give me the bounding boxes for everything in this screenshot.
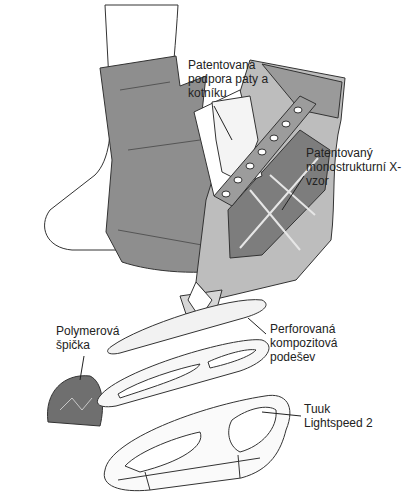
part-label: Polymerová špička: [56, 324, 130, 352]
heel-support: [212, 96, 258, 182]
toe-cap: [47, 376, 102, 426]
blade-holder: [104, 395, 290, 490]
outsole: [97, 340, 269, 407]
part-label: Perforovaná kompozitová podešev: [270, 322, 362, 364]
leader-lines: [80, 106, 304, 416]
part-label: Patentovaná podpora paty a kotníku: [188, 58, 288, 100]
eyelets: [222, 107, 302, 197]
part-label: Patentovaný monostrukturní X-vzor: [306, 146, 404, 188]
part-label: Tuuk Lightspeed 2: [304, 402, 388, 430]
